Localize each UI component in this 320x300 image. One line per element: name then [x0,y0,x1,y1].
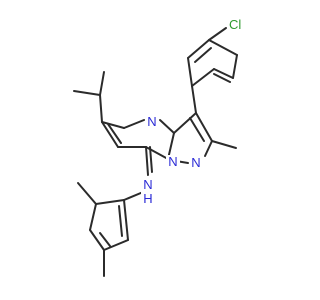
bond [189,117,205,142]
bond [208,27,227,41]
bond [99,94,103,123]
pyrazole-nitrogen-atom: N [191,155,200,170]
bond [99,71,105,96]
bond [167,132,175,160]
bond [211,140,237,149]
bond [123,199,129,241]
amine-hydrogen-atom: H [143,191,152,206]
bond [89,229,105,251]
bond [195,112,213,142]
pyrimidine-nitrogen-atom: N [147,114,156,129]
bond [187,57,193,87]
bond [95,199,125,205]
bond [77,182,97,205]
bond [208,39,238,56]
amine-nitrogen-atom: N [143,177,152,192]
bond [213,68,234,79]
molecule-drawing: Cl N N N N H [73,14,250,277]
bond [73,90,101,96]
bond [232,54,238,79]
bond [101,121,119,148]
chlorine-atom: Cl [229,17,241,32]
bond [99,232,111,247]
bond [191,85,197,114]
bond [191,68,215,87]
bond [159,119,175,134]
bond [187,39,210,59]
bond [103,239,129,251]
bond [194,47,212,63]
bond [213,73,231,83]
bond [149,146,153,173]
bond [145,146,149,176]
atom-labels: Cl N N N N H [141,14,250,206]
bond [204,140,213,157]
structure-canvas: Cl N N N N H [73,14,250,277]
bond [101,121,125,129]
bonds [73,27,238,277]
bond [118,205,123,237]
bond [123,119,145,129]
bridgehead-nitrogen-atom: N [168,154,177,169]
bond [173,112,197,134]
bond [89,203,97,231]
bond [107,123,122,144]
